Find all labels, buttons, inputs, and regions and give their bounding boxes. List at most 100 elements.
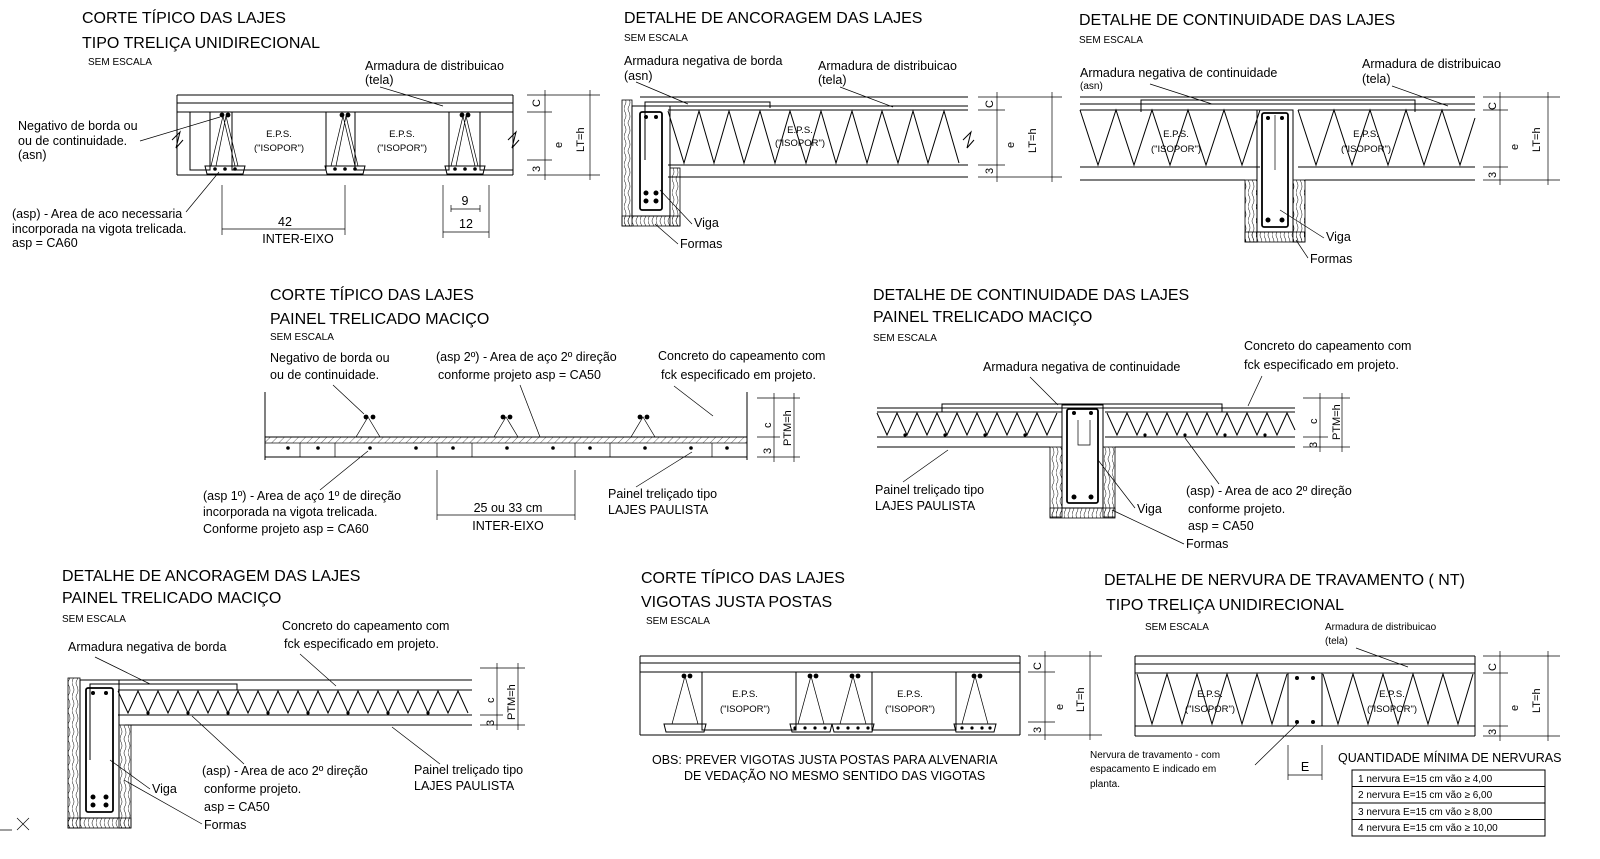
d7-eps-1: E.P.S. bbox=[732, 689, 758, 700]
d3-dim-e: e bbox=[1509, 144, 1521, 150]
d6-dim-c: c bbox=[485, 697, 497, 703]
d8-dim-e-spacing: E bbox=[1301, 760, 1309, 774]
d8-title-1: DETALHE DE NERVURA DE TRAVAMENTO ( NT) bbox=[1104, 572, 1465, 589]
d5-dim-c: c bbox=[1308, 418, 1320, 424]
d2-label-tela-2: (tela) bbox=[818, 73, 846, 87]
d5-title-2: PAINEL TRELICADO MACIÇO bbox=[873, 309, 1092, 326]
d2-dim-e: e bbox=[1005, 142, 1017, 148]
d3-label-tela-2: (tela) bbox=[1362, 72, 1390, 86]
d5-label-neg: Armadura negativa de continuidade bbox=[983, 360, 1180, 374]
d1-eps-2: E.P.S. bbox=[389, 129, 415, 140]
d8-title-2: TIPO TRELIÇA UNIDIRECIONAL bbox=[1106, 597, 1344, 614]
d1-dimensions: C e 3 LT=h 42 INTER-EIXO 9 12 bbox=[221, 90, 600, 246]
d5-label-asp-1: (asp) - Area de aco 2º direção bbox=[1186, 484, 1352, 498]
d1-isopor-1: ("ISOPOR") bbox=[254, 143, 304, 154]
d1-label-neg-3: (asn) bbox=[18, 148, 46, 162]
d4-scale-note: SEM ESCALA bbox=[270, 332, 334, 343]
d8-isopor-1: ("ISOPOR") bbox=[1185, 704, 1235, 715]
d6-bottom-bars bbox=[146, 711, 430, 715]
detail-ancoragem-painel-macico: DETALHE DE ANCORAGEM DAS LAJES PAINEL TR… bbox=[0, 568, 525, 832]
d1-label-asp-1: (asp) - Area de aco necessaria bbox=[12, 207, 182, 221]
d8-table-row-4: 4 nervura E=15 cm vão ≥ 10,00 bbox=[1358, 823, 1498, 834]
d5-label-viga: Viga bbox=[1137, 502, 1162, 516]
d3-eps-2: E.P.S. bbox=[1353, 129, 1379, 140]
detail-corte-trelica-unidirecional: CORTE TÍPICO DAS LAJES TIPO TRELIÇA UNID… bbox=[12, 8, 600, 250]
detail-nervura-travamento: DETALHE DE NERVURA DE TRAVAMENTO ( NT) T… bbox=[1090, 572, 1561, 837]
d1-title-1: CORTE TÍPICO DAS LAJES bbox=[82, 8, 286, 27]
d1-dim-9: 9 bbox=[462, 194, 469, 208]
d2-dim-lt: LT=h bbox=[1027, 128, 1039, 153]
d3-dim-c: C bbox=[1487, 102, 1499, 110]
d6-scale-note: SEM ESCALA bbox=[62, 614, 126, 625]
d3-label-neg-1: Armadura negativa de continuidade bbox=[1080, 66, 1277, 80]
d3-isopor-2: ("ISOPOR") bbox=[1341, 144, 1391, 155]
d2-label-tela-1: Armadura de distribuicao bbox=[818, 59, 957, 73]
d1-dim-3: 3 bbox=[531, 166, 543, 172]
d2-label-formas: Formas bbox=[680, 237, 722, 251]
d8-table-row-2: 2 nervura E=15 cm vão ≥ 6,00 bbox=[1358, 790, 1493, 801]
d3-isopor-1: ("ISOPOR") bbox=[1151, 144, 1201, 155]
d7-obs-1: OBS: PREVER VIGOTAS JUSTA POSTAS PARA AL… bbox=[652, 753, 998, 767]
d4-label-asp1-2: incorporada na vigota trelicada. bbox=[203, 505, 377, 519]
d8-dim-3: 3 bbox=[1487, 729, 1499, 735]
d8-label-nerv-3: planta. bbox=[1090, 779, 1120, 790]
d4-label-painel-1: Painel treliçado tipo bbox=[608, 487, 717, 501]
d6-label-painel-1: Painel treliçado tipo bbox=[414, 763, 523, 777]
d6-label-neg: Armadura negativa de borda bbox=[68, 640, 226, 654]
d2-dim-c: C bbox=[984, 100, 996, 108]
d5-label-conc-1: Concreto do capeamento com bbox=[1244, 339, 1411, 353]
detail-ancoragem-lajes: DETALHE DE ANCORAGEM DAS LAJES SEM ESCAL… bbox=[621, 10, 1062, 251]
d8-label-nerv-1: Nervura de travamento - com bbox=[1090, 750, 1220, 761]
d8-table-row-3: 3 nervura E=15 cm vão ≥ 8,00 bbox=[1358, 807, 1493, 818]
d3-dim-lt: LT=h bbox=[1531, 127, 1543, 152]
d4-label-asp2-2: conforme projeto asp = CA50 bbox=[438, 368, 601, 382]
d4-dim-c: c bbox=[762, 422, 774, 428]
d1-dim-lt: LT=h bbox=[575, 127, 587, 152]
d4-dim-2533: 25 ou 33 cm bbox=[474, 501, 543, 515]
d1-isopor-2: ("ISOPOR") bbox=[377, 143, 427, 154]
d1-label-asp-2: incorporada na vigota trelicada. bbox=[12, 222, 186, 236]
d5-label-painel-2: LAJES PAULISTA bbox=[875, 499, 976, 513]
d8-isopor-2: ("ISOPOR") bbox=[1367, 704, 1417, 715]
d4-bottom-bars bbox=[286, 446, 729, 450]
d4-label-asp2-1: (asp 2º) - Area de aço 2º direção bbox=[436, 350, 617, 364]
d6-label-asp-2: conforme projeto. bbox=[204, 782, 301, 796]
d6-label-painel-2: LAJES PAULISTA bbox=[414, 779, 515, 793]
d4-label-asp1-1: (asp 1º) - Area de aço 1º de direção bbox=[203, 489, 401, 503]
d8-table-title: QUANTIDADE MÍNIMA DE NERVURAS bbox=[1338, 750, 1561, 765]
d4-label-conc-2: fck especificado em projeto. bbox=[661, 368, 816, 382]
d5-dim-ptm: PTM=h bbox=[1331, 404, 1343, 440]
d5-label-formas: Formas bbox=[1186, 537, 1228, 551]
detail-continuidade-painel-macico: DETALHE DE CONTINUIDADE DAS LAJES PAINEL… bbox=[873, 287, 1411, 551]
d5-label-conc-2: fck especificado em projeto. bbox=[1244, 358, 1399, 372]
d1-label-neg-2: ou de continuidade. bbox=[18, 134, 127, 148]
d7-dim-e: e bbox=[1054, 704, 1066, 710]
d8-dim-lt: LT=h bbox=[1531, 688, 1543, 713]
d2-scale-note: SEM ESCALA bbox=[624, 33, 688, 44]
d5-label-asp-2: conforme projeto. bbox=[1188, 502, 1285, 516]
d7-isopor-2: ("ISOPOR") bbox=[885, 704, 935, 715]
d3-scale-note: SEM ESCALA bbox=[1079, 35, 1143, 46]
d2-dim-3: 3 bbox=[984, 168, 996, 174]
d6-title-2: PAINEL TRELICADO MACIÇO bbox=[62, 590, 281, 607]
d3-label-tela-1: Armadura de distribuicao bbox=[1362, 57, 1501, 71]
d3-title-1: DETALHE DE CONTINUIDADE DAS LAJES bbox=[1079, 12, 1395, 29]
d6-dim-3: 3 bbox=[485, 720, 497, 726]
d4-label-neg-1: Negativo de borda ou bbox=[270, 351, 390, 365]
d1-eps-1: E.P.S. bbox=[266, 129, 292, 140]
d2-isopor: ("ISOPOR") bbox=[775, 138, 825, 149]
d8-eps-1: E.P.S. bbox=[1197, 689, 1223, 700]
d7-eps-2: E.P.S. bbox=[897, 689, 923, 700]
d8-eps-2: E.P.S. bbox=[1379, 689, 1405, 700]
d3-label-viga: Viga bbox=[1326, 230, 1351, 244]
d1-scale-note: SEM ESCALA bbox=[88, 57, 152, 68]
d4-label-painel-2: LAJES PAULISTA bbox=[608, 503, 709, 517]
d1-dim-c: C bbox=[531, 99, 543, 107]
d5-bottom-bars bbox=[903, 433, 1267, 437]
d4-title-1: CORTE TÍPICO DAS LAJES bbox=[270, 285, 474, 304]
d1-label-tela-2: (tela) bbox=[365, 73, 393, 87]
d6-label-formas: Formas bbox=[204, 818, 246, 832]
d5-title-1: DETALHE DE CONTINUIDADE DAS LAJES bbox=[873, 287, 1189, 304]
d8-table-row-1: 1 nervura E=15 cm vão ≥ 4,00 bbox=[1358, 774, 1493, 785]
detail-vigotas-justa-postas: CORTE TÍPICO DAS LAJES VIGOTAS JUSTA POS… bbox=[639, 568, 1102, 783]
